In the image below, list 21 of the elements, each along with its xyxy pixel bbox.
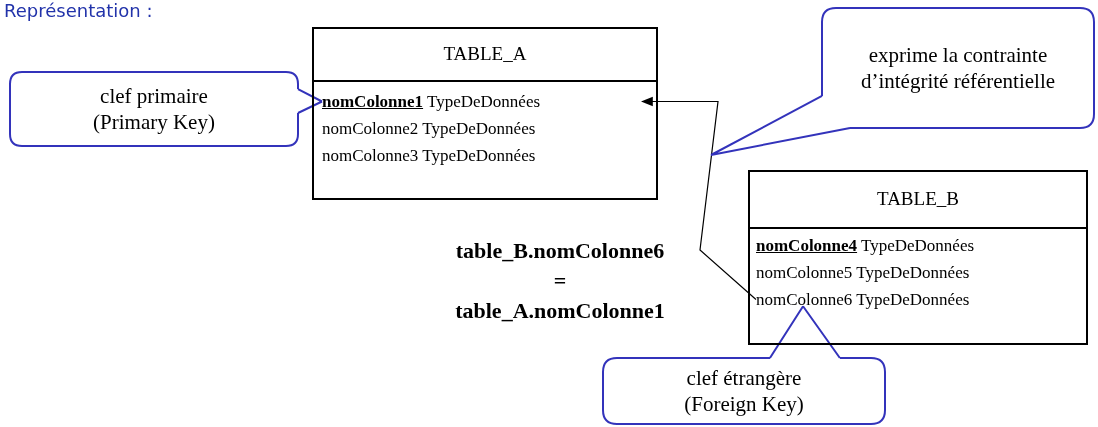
equation-text: table_A.nomColonne1	[455, 298, 665, 324]
equation-text: =	[553, 268, 567, 294]
column-definition: nomColonne6 TypeDeDonnées	[756, 286, 1076, 313]
callout-pointer	[297, 88, 323, 114]
callout-text: exprime la contrainte d’intégrité référentielle	[859, 41, 1057, 95]
table-name: TABLE_B	[877, 187, 959, 210]
column-definition: nomColonne1 TypeDeDonnées	[322, 88, 642, 115]
column-definition: nomColonne4 TypeDeDonnées	[756, 232, 1076, 259]
table-box	[312, 27, 658, 200]
callout-pointer	[768, 305, 841, 359]
column-definition: nomColonne3 TypeDeDonnées	[322, 142, 642, 169]
column-definition: nomColonne5 TypeDeDonnées	[756, 259, 1076, 286]
callout-text: clef étrangère (Foreign Key)	[683, 364, 805, 418]
column-definition: nomColonne2 TypeDeDonnées	[322, 115, 642, 142]
callout-text: clef primaire (Primary Key)	[92, 82, 216, 136]
table-box	[748, 170, 1088, 345]
table-name: TABLE_A	[443, 42, 527, 65]
callout-pointer	[710, 94, 851, 156]
equation-text: table_B.nomColonne6	[455, 238, 665, 264]
section-heading: Représentation :	[4, 0, 153, 21]
reference-arrow	[640, 96, 757, 301]
